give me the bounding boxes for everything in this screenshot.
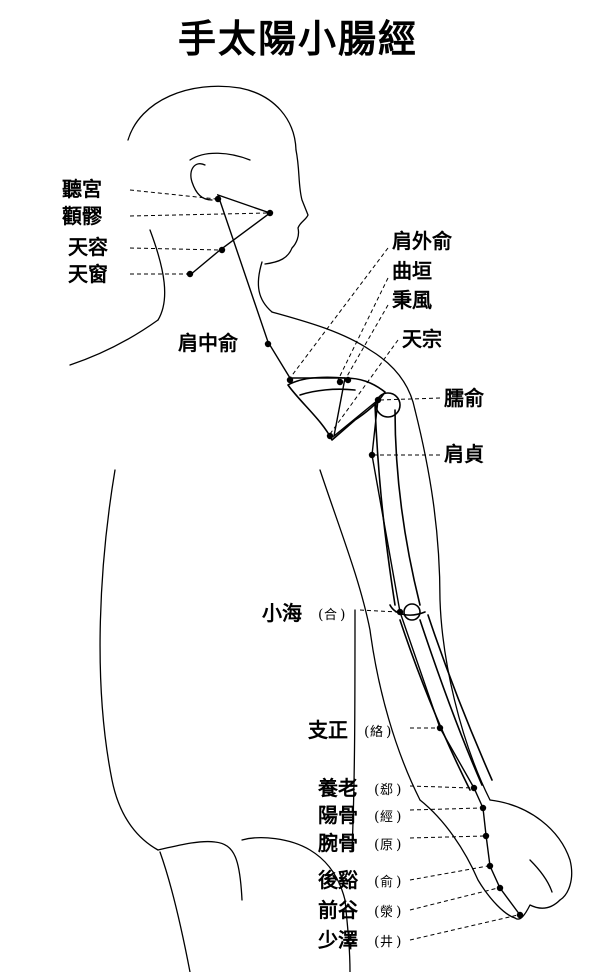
- svg-text:(: (: [374, 874, 379, 890]
- label-zhizheng: 支正: [308, 718, 348, 742]
- svg-text:): ): [396, 934, 401, 950]
- svg-text:(: (: [374, 782, 379, 798]
- label-yanggu: 陽骨: [318, 803, 358, 827]
- label-xiaohai: 小海: [262, 601, 302, 625]
- label-shaoze: 少澤: [317, 928, 358, 952]
- acupoint-markers: [186, 195, 524, 919]
- svg-text:(: (: [318, 607, 323, 623]
- label-quanliao: 顴髎: [62, 204, 102, 228]
- diagram-title: 手太陽小腸經: [178, 16, 418, 61]
- svg-text:(: (: [374, 934, 379, 950]
- label-quyuan: 曲垣: [392, 259, 432, 283]
- label-tianrong: 天容: [68, 235, 108, 259]
- label-yanglao: 養老: [317, 776, 358, 800]
- label-jianwaishu: 肩外俞: [392, 229, 453, 253]
- svg-text:): ): [396, 904, 401, 920]
- svg-text:(: (: [374, 904, 379, 920]
- body-outline: [69, 85, 573, 972]
- label-jianzhongshu: 肩中俞: [178, 331, 239, 355]
- label-houxi: 後谿: [318, 868, 359, 892]
- label-bingfeng: 秉風: [392, 288, 432, 312]
- meridian-line: [189, 193, 521, 916]
- svg-text:(: (: [364, 724, 369, 740]
- svg-text:): ): [396, 782, 401, 798]
- label-qiangu: 前谷: [318, 898, 359, 922]
- annotation-wangu: 原: [380, 838, 393, 853]
- label-jianzhen: 肩貞: [444, 442, 484, 466]
- svg-text:): ): [396, 837, 401, 853]
- acupoint-labels: 聽宮 顴髎 天容 天窗 肩外俞 曲垣 秉風 天宗 肩中俞 臑俞 肩貞 小海 支正…: [62, 177, 485, 952]
- annotation-shaoze: 井: [380, 935, 393, 950]
- svg-text:): ): [386, 724, 391, 740]
- label-tinggong: 聽宮: [62, 177, 102, 201]
- svg-text:): ): [396, 874, 401, 890]
- svg-text:(: (: [374, 809, 379, 825]
- svg-text:): ): [340, 607, 345, 623]
- annotation-zhizheng: 絡: [370, 724, 383, 740]
- svg-text:(: (: [374, 837, 379, 853]
- annotation-qiangu: 滎: [380, 905, 393, 920]
- annotation-xiaohai: 合: [324, 608, 337, 623]
- label-naoshu: 臑俞: [443, 386, 485, 410]
- label-wangu: 腕骨: [317, 831, 358, 855]
- annotation-yanggu: 經: [380, 810, 393, 825]
- point-category-annotations: ( 合 ) ( 絡 ) ( 郄 ) ( 經 ) ( 原 ) ( 俞 ) ( 滎 …: [318, 607, 401, 950]
- annotation-houxi: 俞: [380, 874, 393, 890]
- leader-lines: [129, 189, 519, 941]
- svg-text:): ): [396, 809, 401, 825]
- annotation-yanglao: 郄: [380, 783, 393, 798]
- label-tianchuang: 天窗: [68, 262, 108, 286]
- label-tianzong: 天宗: [402, 327, 442, 351]
- bones: [287, 376, 493, 791]
